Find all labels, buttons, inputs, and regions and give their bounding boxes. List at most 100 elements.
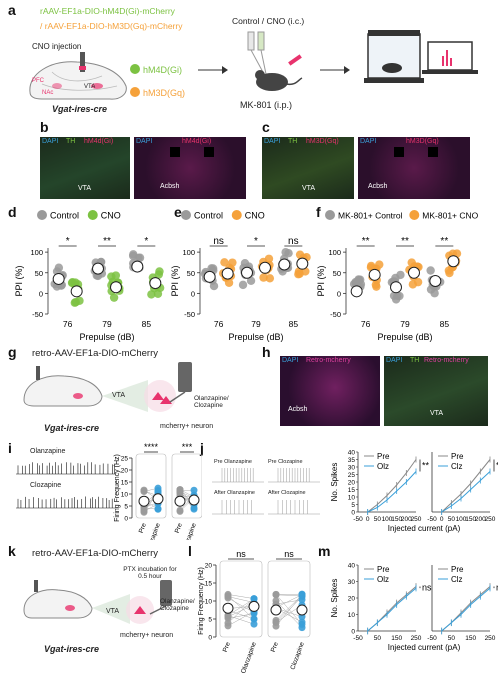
panel-letter-c: c <box>262 119 270 135</box>
mean-marker <box>52 272 65 285</box>
data-point <box>224 622 232 630</box>
stain-tag-h2: Retro-mcherry <box>424 357 469 364</box>
y-tick-label: -50 <box>184 310 195 319</box>
data-point <box>176 486 184 494</box>
y-axis-label: PPI (%) <box>170 265 180 296</box>
x-tick-label: 79 <box>102 319 112 329</box>
mean-marker <box>447 255 460 268</box>
firing-traces-i <box>16 462 116 509</box>
x-tick-label: -50 <box>353 516 363 523</box>
x-axis-label: Prepulse (dB) <box>79 332 134 342</box>
y-tick-label: 15 <box>205 581 213 588</box>
incubation-label-k: PTX incubation for 0.5 hour <box>123 566 177 580</box>
drug-label-g: Olanzapine/ Clozapine <box>194 395 229 409</box>
mean-marker <box>270 604 282 616</box>
y-axis-label: PPI (%) <box>316 265 326 296</box>
group-frame <box>171 453 202 519</box>
y-tick-label: 0 <box>351 510 355 517</box>
data-point <box>250 615 258 623</box>
x-tick-label: 85 <box>440 319 450 329</box>
series-line <box>367 459 417 513</box>
panel-letter-m: m <box>318 543 331 559</box>
stain-tag-c2: hM3D(Gq) <box>406 138 439 145</box>
ppi-apparatus-icon <box>364 30 478 83</box>
x-tick-label: 50 <box>374 635 382 642</box>
mean-marker <box>152 493 164 505</box>
arrow-right-icon-2 <box>320 66 350 74</box>
sig-label: *** <box>182 442 193 452</box>
y-tick-label: 0 <box>124 516 128 523</box>
trace-label-clozapine: Clozapine <box>30 482 62 489</box>
data-point <box>250 620 258 628</box>
data-point <box>371 280 381 289</box>
x-tick-label: 250 <box>485 635 496 642</box>
stain-dapi-b2: DAPI <box>136 138 153 145</box>
y-tick-label: -50 <box>32 310 43 319</box>
y-tick-label: 50 <box>35 269 43 278</box>
mean-marker <box>368 268 381 281</box>
y-tick-label: 10 <box>121 492 129 499</box>
legend-label: Pre <box>377 565 390 574</box>
y-axis-label: Firing Frequency (Hz) <box>114 454 121 522</box>
pair-line <box>275 600 303 628</box>
y-tick-label: 30 <box>348 579 356 586</box>
pair-line <box>227 613 255 619</box>
legend-label: Olz <box>377 462 389 471</box>
data-point <box>272 590 280 598</box>
virus-gq-label: / rAAV-EF1a-DIO-hM3D(Gq)-mCherry <box>40 21 183 31</box>
x-tick-label: Pre <box>174 522 184 534</box>
y-tick-label: -50 <box>330 310 341 319</box>
x-tick-label: 0 <box>366 516 370 523</box>
ventricle-mark <box>394 147 404 157</box>
x-tick-label: 50 <box>448 635 456 642</box>
neuron-label-g: mcherry+ neuron <box>160 423 214 430</box>
group-frame <box>219 560 263 638</box>
panel-letter-k: k <box>8 543 16 559</box>
cno-injection-label: CNO injection <box>32 42 82 51</box>
sig-label: ns <box>496 582 498 592</box>
legend-label: Pre <box>377 452 390 461</box>
mean-marker <box>138 495 150 507</box>
x-axis-label: Prepulse (dB) <box>377 332 432 342</box>
group-frame <box>267 560 311 638</box>
pair-line <box>275 594 303 597</box>
data-point <box>238 280 248 290</box>
y-tick-label: 20 <box>348 480 356 487</box>
x-tick-label: -50 <box>427 635 437 642</box>
legend-label: CNO <box>245 211 265 221</box>
mean-marker <box>174 495 186 507</box>
legend-label: Olz <box>377 575 389 584</box>
trace-label-pre-olz: Pre Olanzapine <box>214 459 252 465</box>
sig-label: ns <box>288 236 299 247</box>
legend-label: Pre <box>451 452 464 461</box>
panel-letter-i: i <box>8 440 12 456</box>
y-tick-label: 5 <box>208 617 212 624</box>
data-point <box>240 258 250 268</box>
data-point <box>265 274 275 283</box>
y-tick-label: 40 <box>348 563 356 570</box>
drug-label-k: Olanzapine/ Clozapine <box>160 598 195 612</box>
brain-label-pfc-a: PFC <box>32 78 44 84</box>
data-point <box>284 248 293 258</box>
series-line <box>367 587 417 632</box>
series-line <box>441 471 491 513</box>
x-tick-label: 200 <box>401 516 412 523</box>
stain-th-b1: TH <box>66 138 76 145</box>
brain-schematic-a <box>29 52 127 100</box>
region-acbsh-h1: Acbsh <box>288 406 308 413</box>
x-tick-label: 50 <box>448 516 456 523</box>
sig-label: ns <box>422 582 432 592</box>
data-point <box>71 278 80 287</box>
y-tick-label: 30 <box>348 465 356 472</box>
data-point <box>426 285 436 294</box>
series-line <box>441 459 491 513</box>
data-point <box>154 270 163 279</box>
mean-marker <box>241 266 253 279</box>
y-tick-label: 0 <box>39 289 43 298</box>
data-point <box>140 487 148 495</box>
legend-dot <box>409 210 420 220</box>
sig-label: * <box>144 236 148 247</box>
mean-marker <box>390 281 402 294</box>
panel-letter-f: f <box>316 204 321 220</box>
